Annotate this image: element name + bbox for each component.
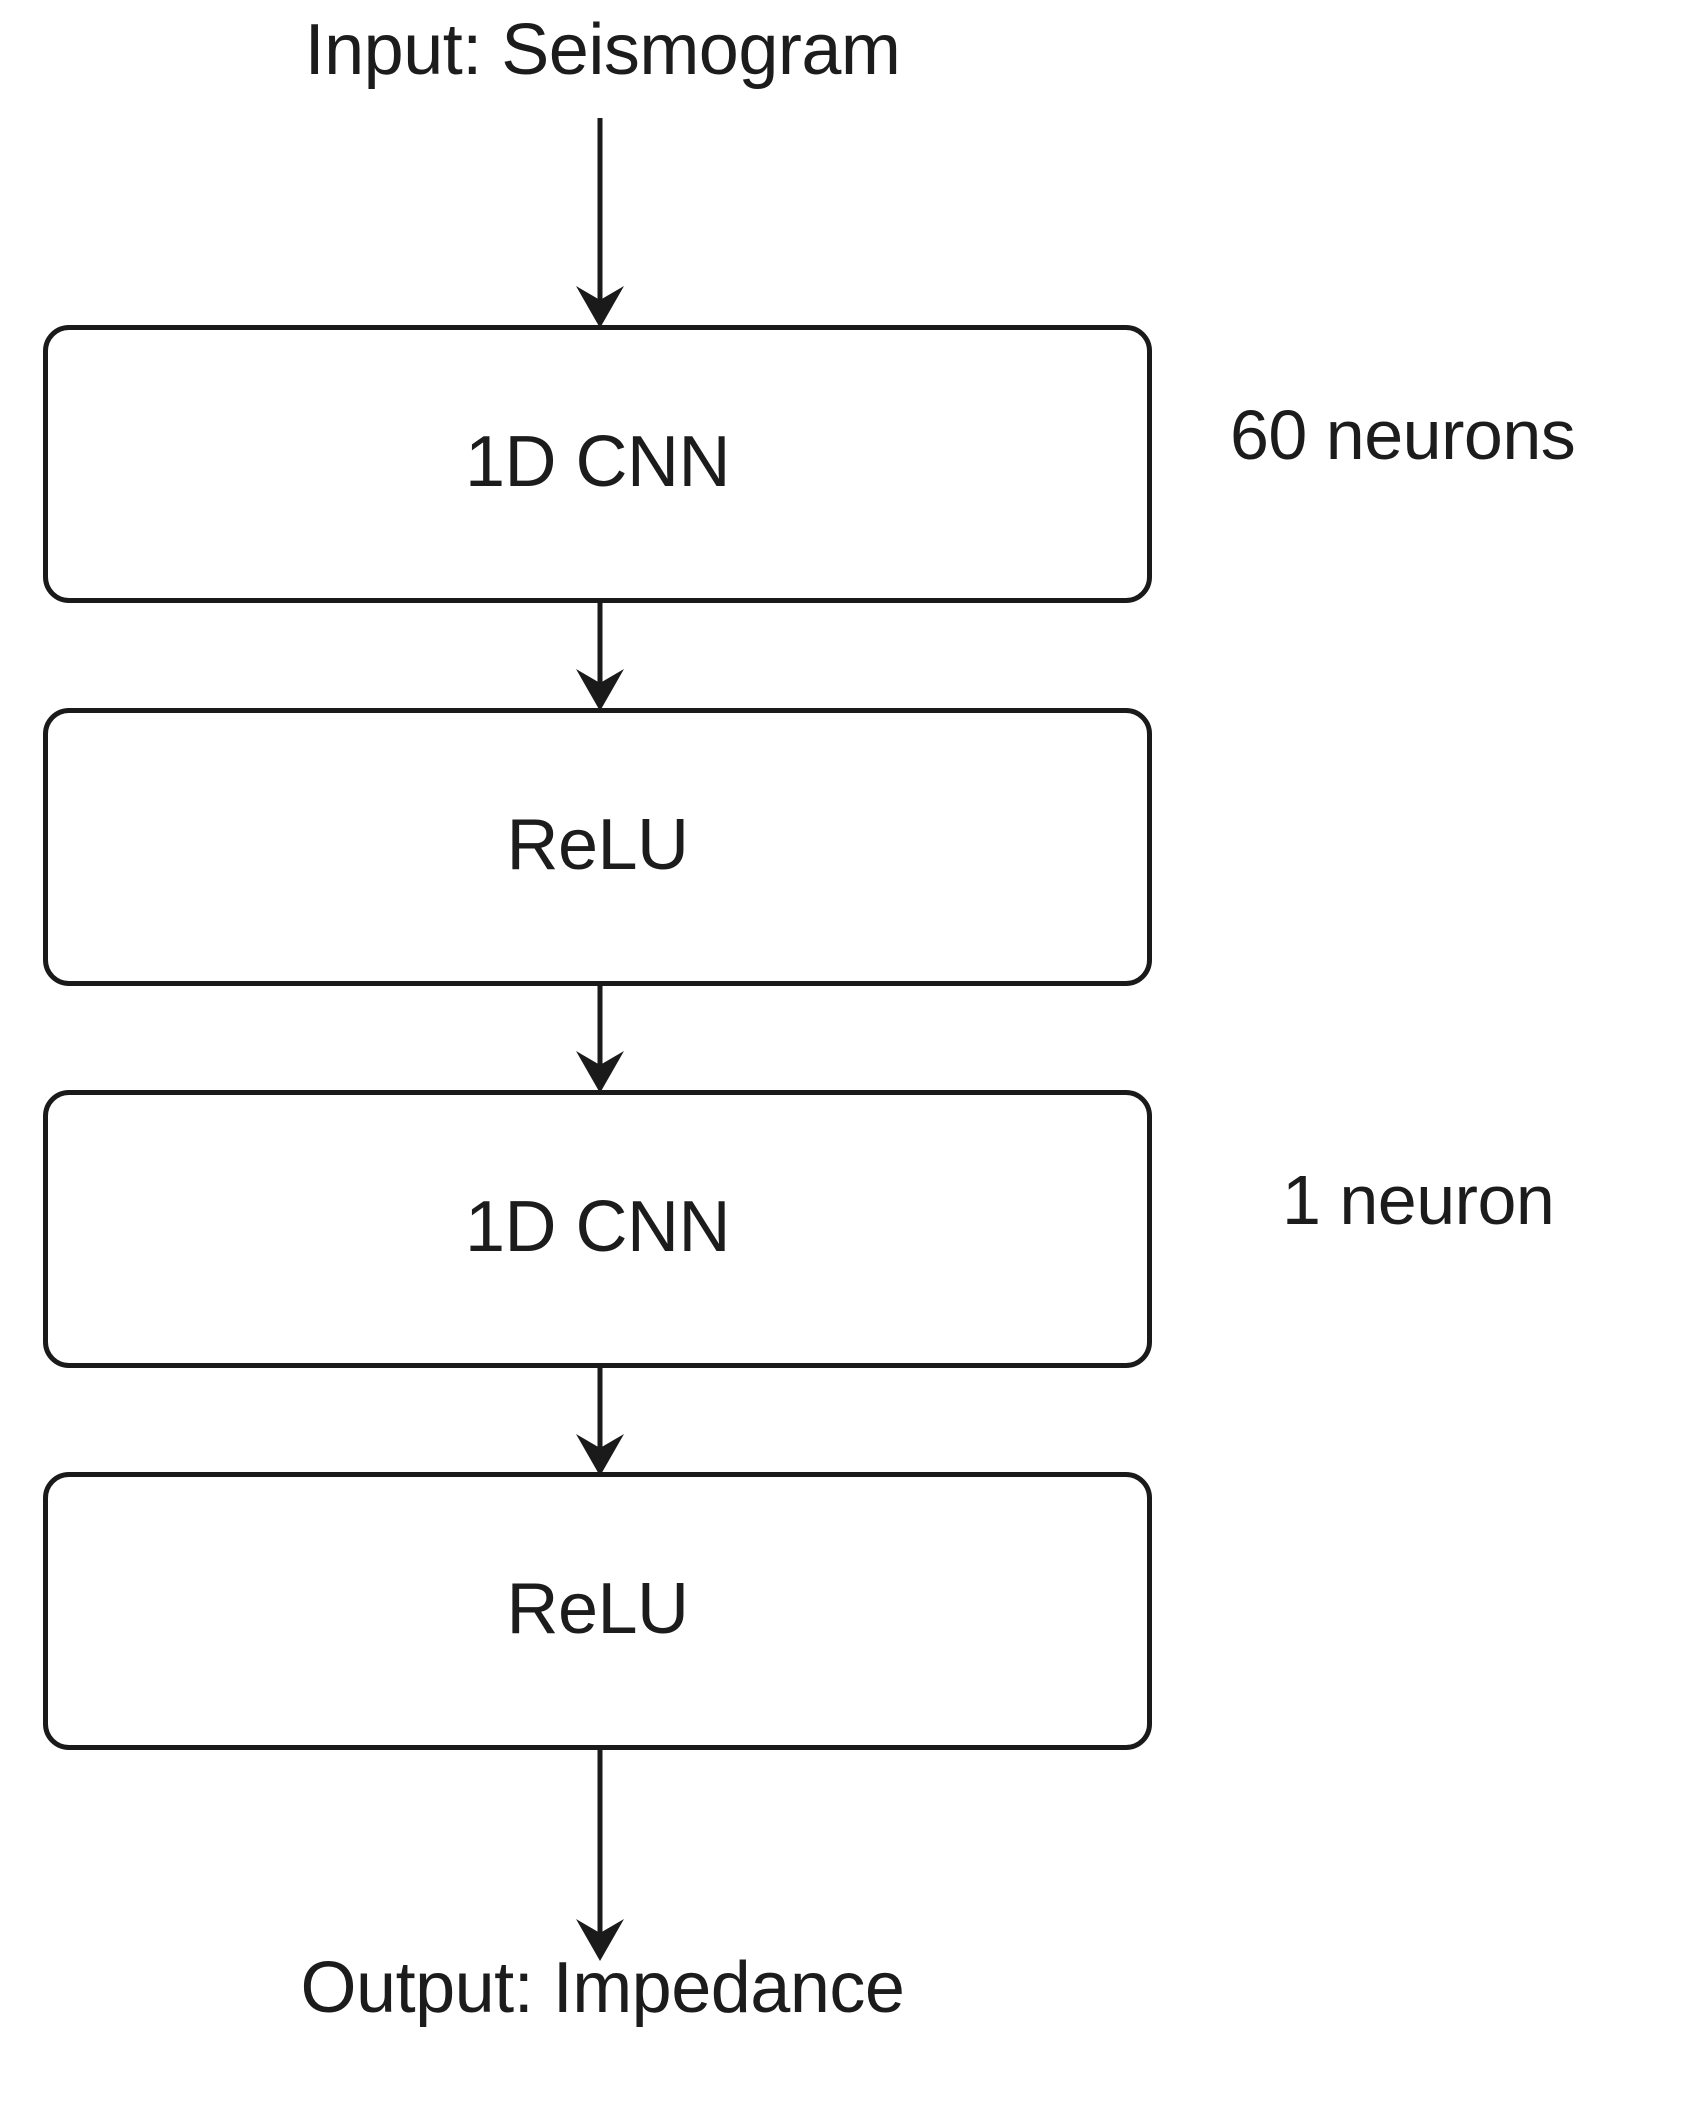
arrow-relu2-to-output bbox=[576, 1749, 624, 1961]
arrow-cnn1-to-relu1 bbox=[576, 601, 624, 711]
annotation-1-neuron: 1 neuron bbox=[1282, 1161, 1555, 1239]
layer-box-cnn-2[interactable]: 1D CNN bbox=[43, 1090, 1152, 1368]
input-label: Input: Seismogram bbox=[304, 10, 901, 90]
arrow-cnn2-to-relu2 bbox=[576, 1366, 624, 1476]
layer-label: 1D CNN bbox=[464, 1187, 731, 1267]
layer-label: ReLU bbox=[506, 805, 689, 885]
layer-label: ReLU bbox=[506, 1569, 689, 1649]
layer-box-relu-1[interactable]: ReLU bbox=[43, 708, 1152, 986]
arrow-relu1-to-cnn2 bbox=[576, 983, 624, 1093]
layer-box-cnn-1[interactable]: 1D CNN bbox=[43, 325, 1152, 603]
arrow-input-to-cnn1 bbox=[576, 118, 624, 328]
annotation-60-neurons: 60 neurons bbox=[1230, 396, 1576, 474]
layer-box-relu-2[interactable]: ReLU bbox=[43, 1472, 1152, 1750]
output-label: Output: Impedance bbox=[300, 1948, 905, 2028]
layer-label: 1D CNN bbox=[464, 422, 731, 502]
